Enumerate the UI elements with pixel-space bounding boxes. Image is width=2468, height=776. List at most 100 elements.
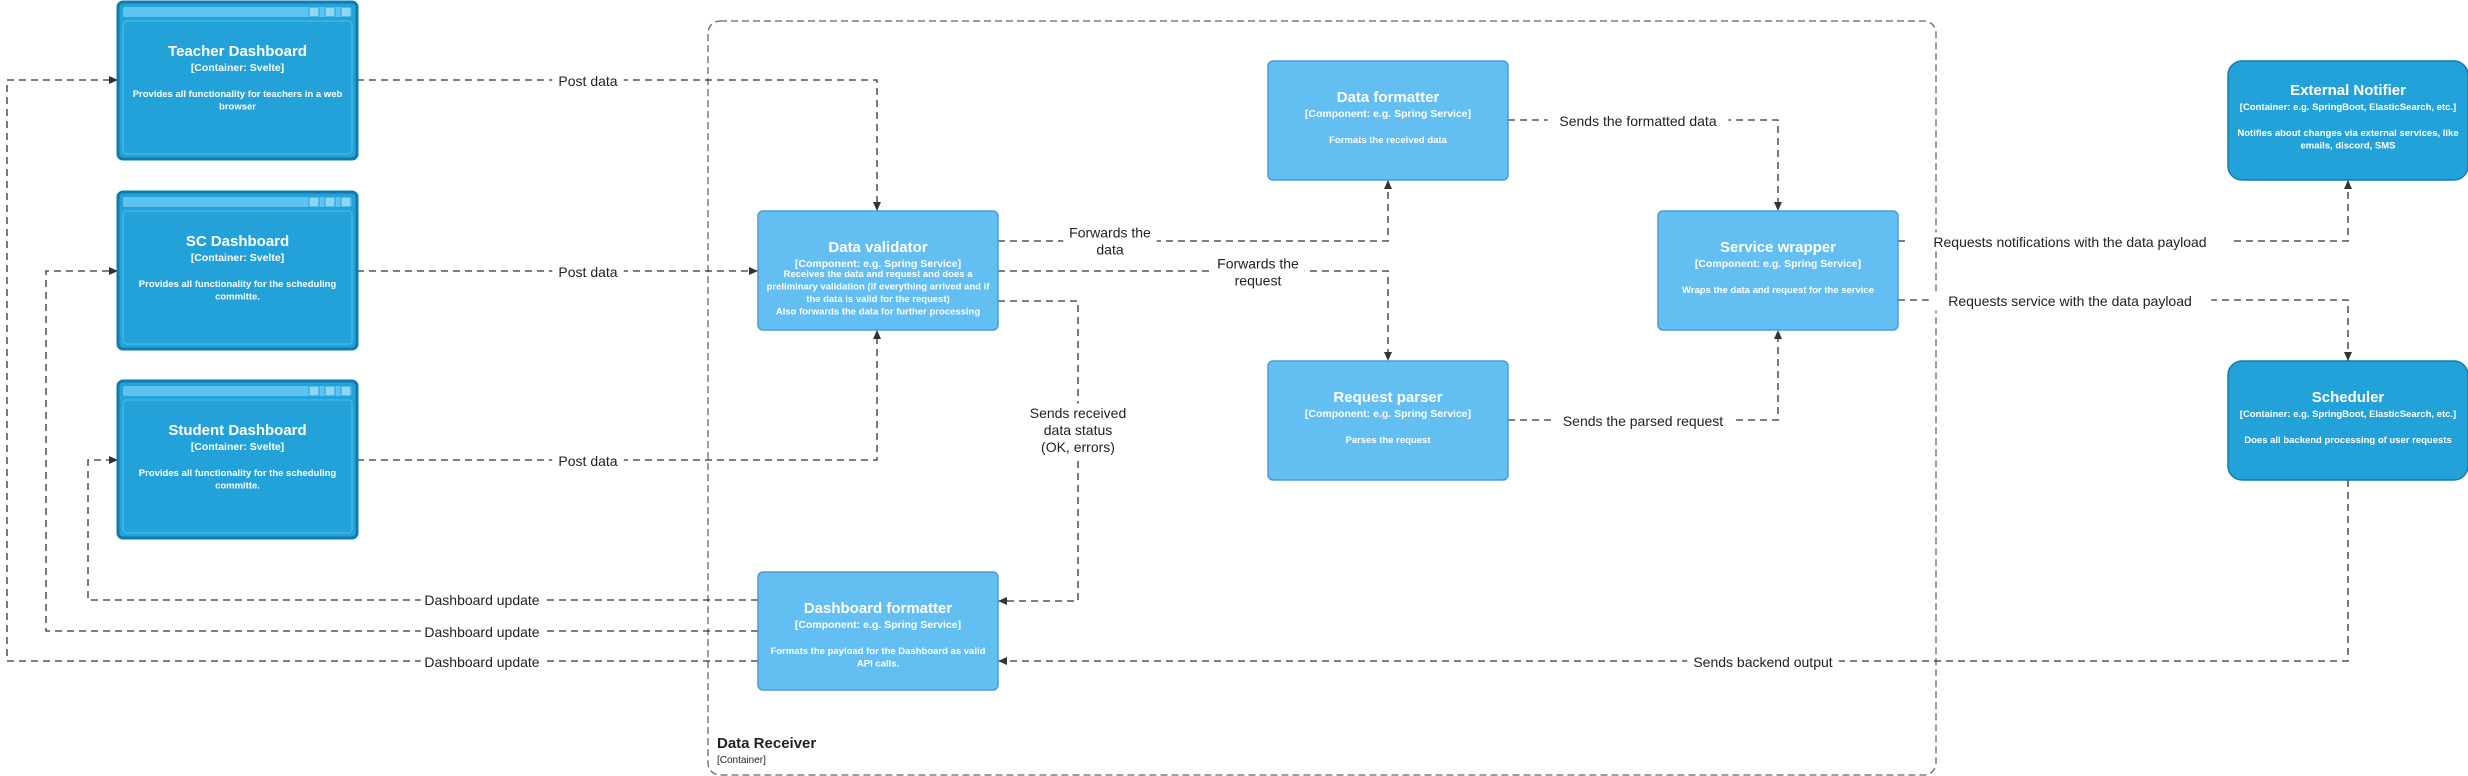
window-control-icon bbox=[324, 196, 336, 208]
node-body bbox=[2227, 60, 2468, 181]
node-description-line: browser bbox=[219, 102, 256, 113]
node-title: Student Dashboard bbox=[168, 422, 306, 439]
node-request-parser[interactable]: Request parser [Component: e.g. Spring Se… bbox=[1267, 360, 1509, 481]
node-sc-dashboard[interactable]: SC Dashboard [Container: Svelte] Provides … bbox=[116, 190, 359, 351]
edge-label-wrapper-to-notifier: Requests notifications with the data pay… bbox=[1933, 234, 2206, 250]
node-data-validator[interactable]: Data validator[Component: e.g. Spring Se… bbox=[757, 210, 999, 331]
edge-label-line: (OK, errors) bbox=[1041, 439, 1115, 455]
node-student-dashboard[interactable]: Student Dashboard [Container: Svelte] Prov… bbox=[116, 379, 359, 540]
node-description-line: API calls. bbox=[857, 659, 899, 670]
node-description-line: preliminary validation (if everything ar… bbox=[767, 282, 991, 293]
edge-label-line: Requests notifications with the data pay… bbox=[1933, 234, 2206, 250]
edge-label-line: Post data bbox=[558, 73, 617, 89]
node-body bbox=[2227, 360, 2468, 481]
edge-label-background bbox=[1687, 652, 1839, 672]
edge-wrapper-to-notifier bbox=[1898, 180, 2352, 242]
window-content-frame bbox=[122, 399, 353, 534]
node-title: Service wrapper bbox=[1720, 239, 1836, 256]
node-description-line: Receives the data and request and does a bbox=[783, 269, 973, 280]
node-description-line: Provides all functionality for the sched… bbox=[139, 279, 337, 290]
window-control-icon bbox=[308, 196, 320, 208]
edge-label-line: data status bbox=[1044, 422, 1113, 438]
edge-update-teacher bbox=[6, 76, 758, 662]
edge-label-background bbox=[1906, 232, 2234, 252]
edge-label-sc-post: Post data bbox=[558, 264, 617, 280]
window-control-icon bbox=[308, 385, 320, 397]
node-description-line: Formats the received data bbox=[1329, 135, 1447, 146]
edge-student-post bbox=[357, 330, 881, 461]
node-scheduler[interactable]: Scheduler[Container: e.g. SpringBoot, El… bbox=[2227, 360, 2468, 481]
edge-label-update-teacher: Dashboard update bbox=[424, 654, 539, 670]
edge-label-line: Dashboard update bbox=[424, 592, 539, 608]
node-technology: [Container: Svelte] bbox=[191, 252, 284, 264]
node-body bbox=[116, 0, 359, 161]
edge-label-background bbox=[1552, 411, 1734, 431]
node-description: Formats the payload for the Dashboard as… bbox=[771, 646, 986, 670]
node-technology: [Component: e.g. Spring Service] bbox=[1695, 258, 1861, 270]
node-technology: [Container: Svelte] bbox=[191, 441, 284, 453]
node-description-line: Formats the payload for the Dashboard as… bbox=[771, 646, 986, 657]
node-data-formatter[interactable]: Data formatter[Component: e.g. Spring Se… bbox=[1267, 60, 1509, 181]
node-description: Receives the data and request and does a… bbox=[767, 269, 991, 318]
edge-label-line: Requests service with the data payload bbox=[1948, 293, 2192, 309]
node-dashboard-formatter[interactable]: Dashboard formatter [Component: e.g. Spri… bbox=[757, 571, 999, 691]
window-content-frame bbox=[122, 210, 353, 345]
edge-label-background bbox=[1547, 111, 1729, 131]
node-body bbox=[1267, 360, 1509, 481]
edge-label-line: Dashboard update bbox=[424, 654, 539, 670]
node-title: Data validator bbox=[828, 239, 927, 256]
boundary-title: Data Receiver bbox=[717, 735, 816, 752]
edge-label-line: Post data bbox=[558, 264, 617, 280]
window-control-icon bbox=[340, 385, 352, 397]
node-technology: [Component: e.g. Spring Service] bbox=[1305, 408, 1471, 420]
edge-label-background bbox=[1063, 223, 1157, 259]
node-description: Notifies about changes via external serv… bbox=[2237, 128, 2458, 152]
node-description: Provides all functionality for teachers … bbox=[133, 89, 343, 113]
edge-label-line: Forwards the bbox=[1069, 225, 1151, 241]
edge-label-update-sc: Dashboard update bbox=[424, 624, 539, 640]
edge-label-background bbox=[1024, 403, 1132, 457]
node-description-line: Does all backend processing of user requ… bbox=[2244, 435, 2452, 446]
node-description: Parses the request bbox=[1345, 435, 1431, 446]
edge-label-formatter-to-wrapper: Sends the formatted data bbox=[1559, 113, 1716, 129]
edge-validator-to-parser bbox=[998, 270, 1392, 361]
node-technology: [Component: e.g. Spring Service] bbox=[795, 619, 961, 631]
edge-label-line: Sends the formatted data bbox=[1559, 113, 1716, 129]
window-control-icon bbox=[340, 196, 352, 208]
node-title: Dashboard formatter bbox=[804, 600, 953, 617]
edge-label-scheduler-output: Sends backend output bbox=[1693, 654, 1832, 670]
node-service-wrapper[interactable]: Service wrapper [Component: e.g. Spring S… bbox=[1657, 210, 1899, 331]
node-body bbox=[1657, 210, 1899, 331]
node-title: Request parser bbox=[1333, 389, 1442, 406]
node-body bbox=[116, 379, 359, 540]
node-description-line: Wraps the data and request for the servi… bbox=[1682, 285, 1874, 296]
edge-label-line: Forwards the bbox=[1217, 256, 1299, 272]
window-control-icon bbox=[308, 6, 320, 18]
edge-label-background bbox=[1928, 291, 2212, 311]
window-content-frame bbox=[122, 20, 353, 155]
node-description: Formats the received data bbox=[1329, 135, 1447, 146]
node-body bbox=[757, 571, 999, 691]
edge-label-line: Post data bbox=[558, 453, 617, 469]
window-control-icon bbox=[324, 6, 336, 18]
boundary-subtitle: [Container] bbox=[717, 755, 766, 766]
node-technology: [Container: Svelte] bbox=[191, 62, 284, 74]
edge-label-background bbox=[420, 590, 544, 610]
node-body bbox=[116, 190, 359, 351]
edge-validator-to-formatter bbox=[998, 180, 1392, 242]
edge-label-line: data bbox=[1096, 242, 1123, 258]
node-description-line: Provides all functionality for teachers … bbox=[133, 89, 343, 100]
node-title: SC Dashboard bbox=[186, 233, 289, 250]
edge-label-update-student: Dashboard update bbox=[424, 592, 539, 608]
edge-label-background bbox=[1211, 254, 1305, 290]
node-technology: [Component: e.g. Spring Service] bbox=[1305, 108, 1471, 120]
node-external-notifier[interactable]: External Notifier[Container: e.g. Spring… bbox=[2227, 60, 2468, 181]
node-teacher-dashboard[interactable]: Teacher Dashboard[Container: Svelte]Prov… bbox=[116, 0, 359, 161]
node-description-line: committe. bbox=[215, 292, 260, 303]
node-description-line: Provides all functionality for the sched… bbox=[139, 468, 337, 479]
node-title: External Notifier bbox=[2290, 82, 2406, 99]
edge-label-line: Sends received bbox=[1030, 405, 1127, 421]
